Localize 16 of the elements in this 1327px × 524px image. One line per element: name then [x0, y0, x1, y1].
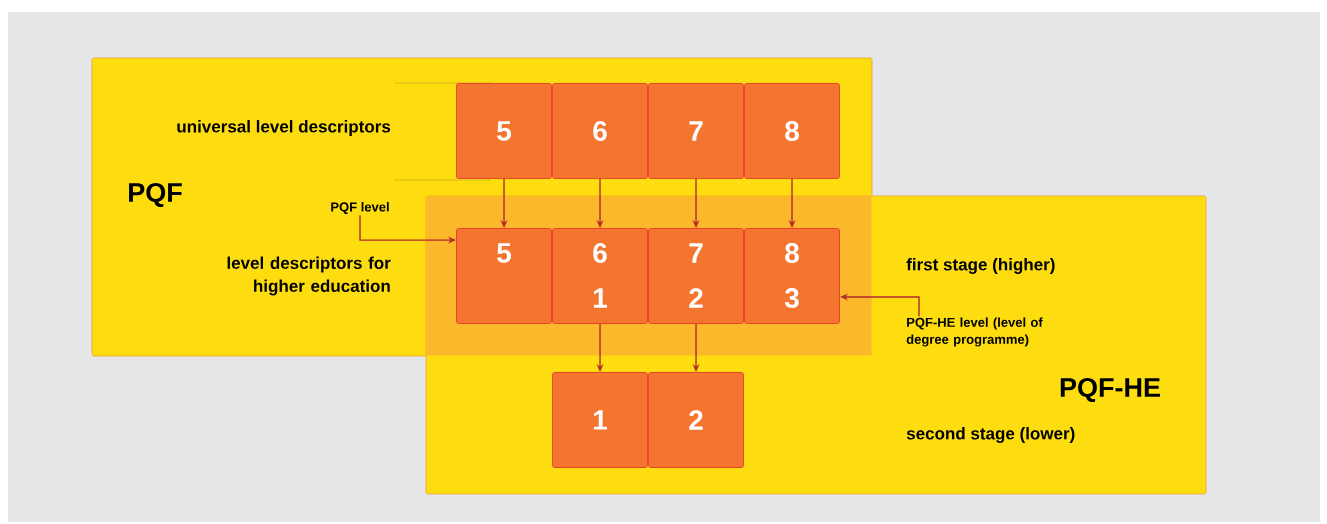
row-label: universal level descriptors	[177, 120, 391, 136]
level-box: 7	[648, 83, 744, 179]
level-box: 6 1	[552, 228, 648, 324]
level-box: 5	[456, 83, 552, 179]
level-box: 7 2	[648, 228, 744, 324]
level-box: 1	[552, 372, 648, 468]
level-box: 2	[648, 372, 744, 468]
row-label: second stage (lower)	[906, 427, 1075, 443]
row-label: first stage (higher)	[906, 258, 1055, 274]
callout-text: PQF level	[331, 202, 389, 214]
callout-text: PQF-HE level (level of degree programme)	[906, 317, 1043, 347]
level-box: 6	[552, 83, 648, 179]
level-box: 8	[744, 83, 840, 179]
level-box: 5	[456, 228, 552, 324]
level-box: 8 3	[744, 228, 840, 324]
row-label: level descriptors for higher education	[227, 256, 391, 296]
